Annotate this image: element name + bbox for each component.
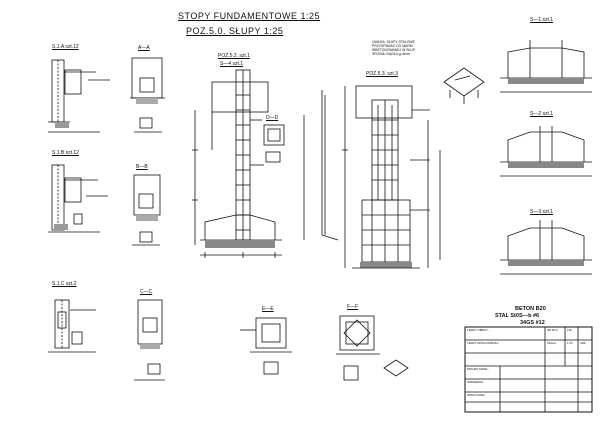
label-cc: C—C — [140, 289, 153, 295]
label-s3: S—3 szt.1 — [530, 209, 554, 215]
title-block-cell: TEMAT OPRACOWANIA: — [467, 342, 499, 345]
drawing-title-line1: STOPY FUNDAMENTOWE 1:25 — [178, 11, 321, 21]
label-s1: S—1 szt.1 — [530, 17, 554, 23]
detail-s1b — [48, 164, 108, 233]
section-aa — [130, 57, 165, 133]
drawing-title-line2: POZ.5.0. SŁUPY 1:25 — [186, 26, 284, 36]
label-s4: S—4 szt.1 — [220, 61, 244, 67]
materials-line1: BETON B20 — [515, 306, 546, 312]
title-block-cell: PROJEKTOWAŁ: — [467, 368, 489, 371]
title-block-cell: ARK. — [580, 342, 587, 345]
label-s1c: S.1.C szt.2 — [52, 281, 77, 287]
section-ff — [336, 315, 409, 381]
title-block-cell: OPRACOWAŁ: — [467, 394, 486, 397]
footing-s1 — [500, 40, 592, 93]
title-block-frame — [464, 326, 593, 413]
label-ee: E—E — [262, 306, 274, 312]
section-dd — [263, 124, 285, 163]
detail-s1c — [48, 299, 96, 353]
label-s2: S—2 szt.1 — [530, 111, 554, 117]
footing-s2 — [500, 126, 592, 177]
column-poz53 — [342, 85, 441, 269]
label-aa: A—A — [138, 45, 150, 51]
weld-note: UWAGA: SŁUPY STALOWE PRZYSPAWAĆ DO MARKI… — [372, 40, 416, 56]
title-block-cell: SKALA — [547, 342, 557, 345]
materials-line3: 34GS #12 — [520, 320, 545, 326]
plate-perspective — [443, 67, 485, 104]
label-bb: B—B — [136, 164, 148, 170]
label-poz52: POZ.5.2. szt.1 — [218, 53, 250, 59]
label-dd: D—D — [266, 115, 279, 121]
title-block-cell: 1:25 — [567, 342, 573, 345]
detail-s1a — [48, 59, 110, 133]
title-block-cell: 11/k — [567, 329, 573, 332]
label-s1b: S.1.B szt.12 — [52, 150, 79, 156]
section-bb — [132, 174, 161, 246]
materials-line2: STAL St0S—b #6 — [495, 313, 540, 319]
label-s1a: S.1.A szt.12 — [52, 44, 79, 50]
section-ee — [240, 317, 292, 375]
rebar-bar-sketch — [303, 90, 339, 241]
title-block-cell: NR RYS. — [547, 329, 559, 332]
label-poz53: POZ.5.3. szt.3 — [366, 71, 398, 77]
section-cc — [134, 299, 165, 381]
footing-s3 — [500, 220, 592, 275]
label-ff: F—F — [347, 304, 359, 310]
title-block-cell: TEMAT: OBIEKT ... — [467, 329, 491, 332]
title-block-cell: SPRAWDZIŁ: — [467, 381, 484, 384]
column-poz52 — [192, 69, 282, 258]
